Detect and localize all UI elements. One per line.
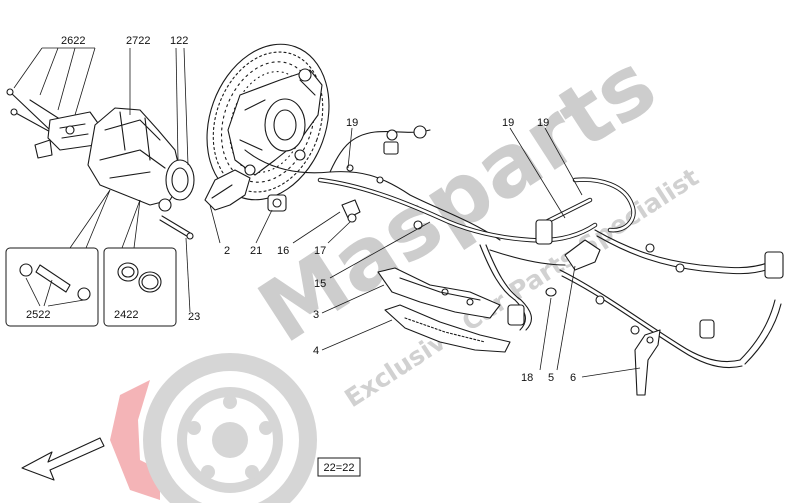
leader-lines: [185, 127, 641, 378]
label-23: 23: [188, 311, 200, 323]
note-box: 22=22: [317, 457, 361, 477]
pipe-bracket: [634, 329, 661, 396]
heat-shield-lower: [384, 304, 511, 353]
label-2522: 2522: [26, 309, 50, 321]
speed-sensor: [267, 194, 287, 212]
inset-guide-pins: [5, 247, 99, 327]
label-2722: 2722: [126, 35, 150, 47]
dust-shield: [204, 169, 251, 211]
note-text: 22=22: [324, 462, 355, 474]
label-15: 15: [314, 278, 326, 290]
label-4: 4: [313, 345, 319, 357]
label-16: 16: [277, 245, 289, 257]
label-19-left: 19: [346, 117, 358, 129]
watermark: Masparts Exclusive Car Parts Specialist: [110, 34, 704, 503]
direction-arrow-icon: [21, 437, 105, 481]
sensor-cable: [244, 125, 501, 241]
inset-piston-seals: [103, 247, 177, 327]
brake-disc-logo-icon: [110, 353, 317, 503]
label-17: 17: [314, 245, 326, 257]
label-19-mid: 19: [502, 117, 514, 129]
label-6: 6: [570, 372, 576, 384]
screw: [341, 199, 361, 223]
label-2422: 2422: [114, 309, 138, 321]
label-2: 2: [224, 245, 230, 257]
brake-pipe-assembly: [317, 177, 784, 369]
nut: [545, 287, 557, 297]
label-19-right: 19: [537, 117, 549, 129]
bolt-set-group: [6, 47, 101, 159]
label-2622: 2622: [61, 35, 85, 47]
label-18: 18: [521, 372, 533, 384]
brake-caliper: [87, 48, 195, 240]
label-122: 122: [170, 35, 188, 47]
label-3: 3: [313, 309, 319, 321]
label-21: 21: [250, 245, 262, 257]
pipe-clip: [564, 239, 601, 271]
part-labels: 2622 2722 122 19 19 19 2 21 16 17 15 3 4…: [26, 35, 576, 384]
heat-shield-upper: [377, 267, 501, 319]
label-5: 5: [548, 372, 554, 384]
